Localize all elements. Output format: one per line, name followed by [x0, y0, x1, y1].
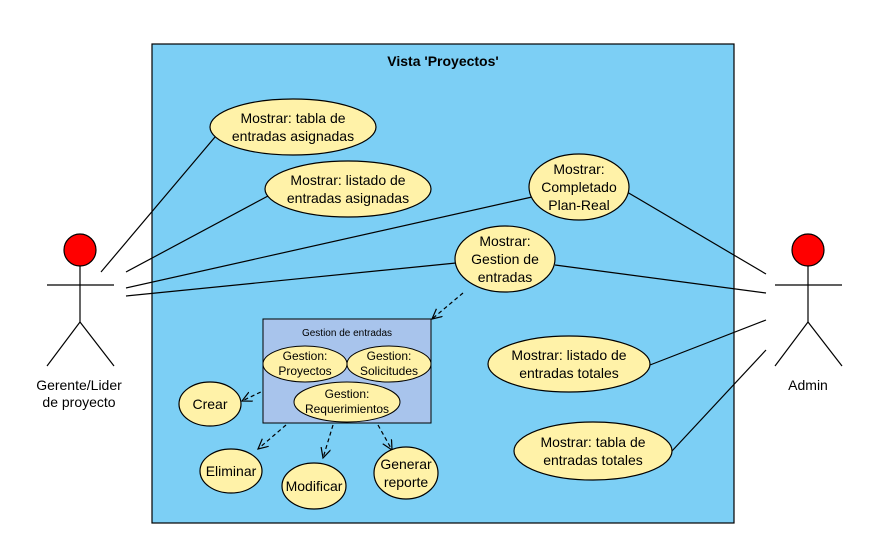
- uc-listado-totales[interactable]: Mostrar: listado de entradas totales: [487, 335, 651, 393]
- associations-admin: [554, 191, 767, 452]
- uc-listado-asignadas-shape[interactable]: [264, 160, 432, 218]
- gestion-box: Gestion de entradas Gestion: Proyectos G…: [262, 318, 432, 424]
- uc-gestion-label: entradas: [478, 269, 532, 285]
- uc-gestion-solicitudes[interactable]: Gestion: Solicitudes: [346, 345, 432, 383]
- uc-tabla-totales-label: Mostrar: tabla de: [540, 434, 645, 450]
- uc-modificar-label: Modificar: [286, 478, 343, 494]
- uc-gestion-proyectos[interactable]: Gestion: Proyectos: [262, 345, 348, 383]
- uc-tabla-totales[interactable]: Mostrar: tabla de entradas totales: [513, 421, 673, 481]
- include-arrows: [242, 292, 464, 458]
- uc-generar-reporte-shape[interactable]: [373, 446, 439, 500]
- uc-completado-label: Completado: [541, 179, 617, 195]
- uc-eliminar[interactable]: Eliminar: [199, 448, 263, 494]
- uc-eliminar-shape[interactable]: [199, 448, 263, 494]
- uc-generar-reporte-label: reporte: [384, 474, 429, 490]
- uc-gestion-shape[interactable]: [454, 225, 556, 293]
- uc-listado-totales-label: Mostrar: listado de: [511, 347, 626, 363]
- uc-listado-totales-shape[interactable]: [487, 335, 651, 393]
- uc-completado-label: Mostrar:: [553, 161, 604, 177]
- uc-eliminar-label: Eliminar: [206, 463, 257, 479]
- uc-modificar[interactable]: Modificar: [281, 462, 347, 510]
- actor-admin-label: Admin: [788, 377, 828, 393]
- uc-gestion-solicitudes-label: Solicitudes: [360, 364, 418, 378]
- actor-gerente-label-2: de proyecto: [42, 394, 115, 410]
- gestion-box-title: Gestion de entradas: [302, 328, 392, 339]
- uc-listado-asignadas[interactable]: Mostrar: listado de entradas asignadas: [264, 160, 432, 218]
- uc-gestion-requerimientos-label: Gestion:: [325, 387, 370, 401]
- uc-gestion-solicitudes-shape[interactable]: [346, 345, 432, 383]
- actor-admin: Admin: [774, 233, 843, 393]
- uc-modificar-shape[interactable]: [281, 462, 347, 510]
- uc-crear-label: Crear: [192, 396, 227, 412]
- uc-crear-shape[interactable]: [178, 381, 242, 427]
- uc-gestion-solicitudes-label: Gestion:: [367, 349, 412, 363]
- uc-gestion-proyectos-label: Proyectos: [278, 364, 331, 378]
- actor-gerente-head: [63, 233, 97, 267]
- uc-listado-totales-label: entradas totales: [519, 365, 619, 381]
- uc-gestion-requerimientos[interactable]: Gestion: Requerimientos: [293, 381, 401, 423]
- uc-tabla-asignadas-label: Mostrar: tabla de: [240, 110, 345, 126]
- uc-completado[interactable]: Mostrar: Completado Plan-Real: [528, 153, 630, 221]
- uc-tabla-asignadas-label: entradas asignadas: [232, 128, 354, 144]
- uc-crear[interactable]: Crear: [178, 381, 242, 427]
- uc-gestion-label: Gestion de: [471, 251, 539, 267]
- uc-gestion-proyectos-label: Gestion:: [283, 349, 328, 363]
- uc-tabla-totales-shape[interactable]: [513, 421, 673, 481]
- actor-gerente: Gerente/Lider de proyecto: [36, 233, 122, 410]
- uc-generar-reporte-label: Generar: [380, 456, 432, 472]
- uc-tabla-asignadas[interactable]: Mostrar: tabla de entradas asignadas: [209, 98, 377, 156]
- uc-gestion-requerimientos-shape[interactable]: [293, 381, 401, 423]
- system-title: Vista 'Proyectos': [387, 53, 498, 69]
- uc-completado-shape[interactable]: [528, 153, 630, 221]
- uc-gestion-requerimientos-label: Requerimientos: [305, 402, 389, 416]
- uc-generar-reporte[interactable]: Generar reporte: [373, 446, 439, 500]
- actor-gerente-label-1: Gerente/Lider: [36, 377, 122, 393]
- uc-tabla-totales-label: entradas totales: [543, 452, 643, 468]
- actor-admin-head: [791, 233, 825, 267]
- uc-tabla-asignadas-shape[interactable]: [209, 98, 377, 156]
- uc-completado-label: Plan-Real: [548, 197, 609, 213]
- uc-gestion-label: Mostrar:: [479, 233, 530, 249]
- uc-listado-asignadas-label: Mostrar: listado de: [290, 172, 405, 188]
- uc-gestion[interactable]: Mostrar: Gestion de entradas: [454, 225, 556, 293]
- uc-listado-asignadas-label: entradas asignadas: [287, 190, 409, 206]
- associations-gerente: [100, 136, 533, 297]
